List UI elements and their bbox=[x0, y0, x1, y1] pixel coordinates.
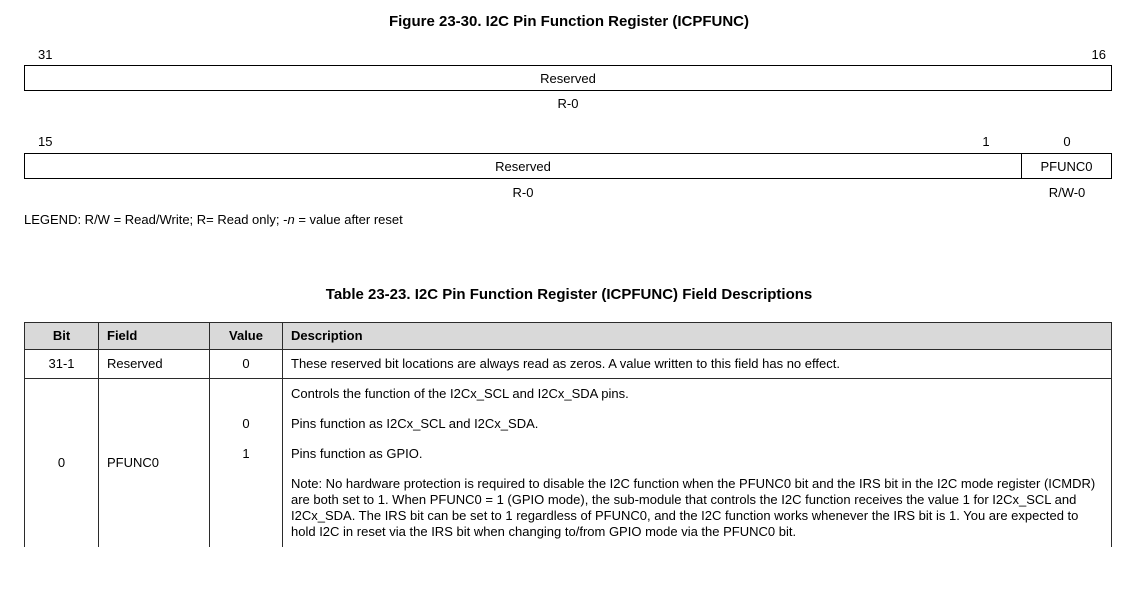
cell-value-blank-1 bbox=[209, 378, 283, 409]
table-header-row: Bit Field Value Description bbox=[24, 322, 1112, 350]
cell-desc-controls: Controls the function of the I2Cx_SCL an… bbox=[282, 378, 1112, 409]
cell-bit-31-1: 31-1 bbox=[24, 349, 99, 379]
cell-bit-0: 0 bbox=[24, 378, 99, 547]
register-row2-pfunc0-reset: R/W-0 bbox=[1048, 185, 1086, 200]
bit-label-1: 1 bbox=[982, 134, 990, 149]
table-row-pfunc0-value0: 0 Pins function as I2Cx_SCL and I2Cx_SDA… bbox=[25, 409, 1112, 439]
register-row2-reset: R-0 R/W-0 bbox=[24, 185, 1112, 201]
header-field: Field bbox=[98, 322, 210, 350]
bit-label-31: 31 bbox=[38, 47, 53, 62]
table-row-pfunc0-main: 0 PFUNC0 Controls the function of the I2… bbox=[24, 378, 1112, 547]
bit-label-16: 16 bbox=[1091, 47, 1106, 62]
header-description: Description bbox=[282, 322, 1112, 350]
legend-italic-n: n bbox=[287, 212, 295, 227]
cell-desc-pfunc0-1: Pins function as GPIO. bbox=[282, 439, 1112, 469]
register-row2-reserved-reset: R-0 bbox=[512, 185, 534, 200]
register-diagram: 31 16 Reserved R-0 15 1 0 Reserved PFUNC… bbox=[24, 47, 1112, 201]
cell-value-blank-2 bbox=[209, 469, 283, 547]
table-row-pfunc0-value1: 1 Pins function as GPIO. bbox=[25, 439, 1112, 469]
page: Figure 23-30. I2C Pin Function Register … bbox=[0, 13, 1138, 547]
header-bit: Bit bbox=[24, 322, 99, 350]
bit-label-15: 15 bbox=[38, 134, 53, 149]
figure-title: Figure 23-30. I2C Pin Function Register … bbox=[388, 13, 750, 30]
field-descriptions-table: Bit Field Value Description 31-1 Reserve… bbox=[24, 322, 1112, 547]
cell-value-pfunc0-1: 1 bbox=[209, 439, 283, 469]
register-row2-reserved-field: Reserved bbox=[495, 158, 551, 174]
register-row1-reset: R-0 bbox=[24, 96, 1112, 112]
cell-field-reserved: Reserved bbox=[98, 349, 210, 379]
table-row-pfunc0-note: Note: No hardware protection is required… bbox=[25, 469, 1112, 547]
register-row2-bit-labels: 15 1 0 bbox=[24, 134, 1112, 150]
register-row1-reserved-field: Reserved bbox=[540, 70, 596, 86]
legend-text-prefix: LEGEND: R/W = Read/Write; R= Read only; … bbox=[24, 212, 288, 227]
cell-desc-reserved: These reserved bit locations are always … bbox=[282, 349, 1112, 379]
legend: LEGEND: R/W = Read/Write; R= Read only; … bbox=[24, 212, 1138, 227]
register-row2-box: Reserved PFUNC0 bbox=[24, 153, 1112, 179]
table-title: Table 23-23. I2C Pin Function Register (… bbox=[325, 286, 813, 303]
header-value: Value bbox=[209, 322, 283, 350]
register-row1-bit-labels: 31 16 bbox=[24, 47, 1112, 63]
cell-desc-pfunc0-0: Pins function as I2Cx_SCL and I2Cx_SDA. bbox=[282, 409, 1112, 439]
register-row1-reset-value: R-0 bbox=[557, 96, 579, 111]
register-row2-pfunc0-field: PFUNC0 bbox=[1021, 154, 1111, 178]
cell-desc-note: Note: No hardware protection is required… bbox=[282, 469, 1112, 547]
cell-field-pfunc0: PFUNC0 bbox=[98, 378, 210, 547]
register-row1-box: Reserved bbox=[24, 65, 1112, 91]
table-row-reserved: 31-1 Reserved 0 These reserved bit locat… bbox=[24, 349, 1112, 379]
bit-label-0: 0 bbox=[1063, 134, 1071, 149]
legend-text-suffix: = value after reset bbox=[294, 212, 403, 227]
cell-value-0: 0 bbox=[209, 349, 283, 379]
cell-value-pfunc0-0: 0 bbox=[209, 409, 283, 439]
